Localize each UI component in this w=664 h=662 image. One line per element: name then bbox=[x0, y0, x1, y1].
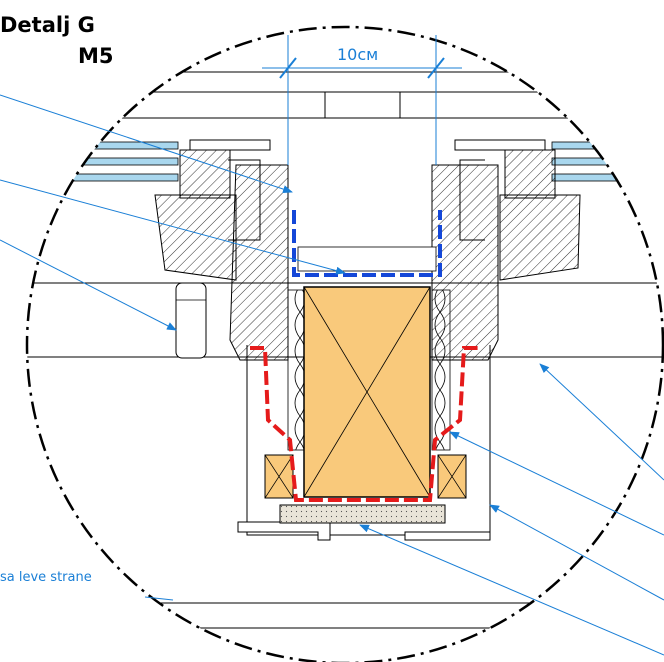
detail-title: Detalj G bbox=[0, 13, 95, 37]
frame-left-inner bbox=[229, 164, 289, 361]
u-channel bbox=[246, 345, 491, 536]
window-frame-right bbox=[454, 139, 581, 281]
leader-lines bbox=[0, 94, 664, 656]
blue-tape bbox=[292, 210, 442, 277]
insulation-right bbox=[431, 289, 451, 451]
detail-boundary bbox=[25, 25, 664, 662]
timber-block-left bbox=[264, 454, 294, 499]
dimension-label: 10см bbox=[337, 45, 378, 64]
detail-code: M5 bbox=[78, 44, 114, 68]
dimension-10cm: 10см bbox=[262, 35, 462, 165]
glazing-right bbox=[551, 141, 663, 182]
glazing-left bbox=[27, 141, 179, 182]
dimension-tick-icon bbox=[427, 57, 445, 79]
timber-block-right bbox=[437, 454, 467, 499]
callout-left-side: sa leve strane bbox=[0, 570, 92, 585]
timber-beam bbox=[303, 286, 431, 498]
section-drawing bbox=[27, 71, 663, 629]
dimension-tick-icon bbox=[279, 57, 297, 79]
red-tape bbox=[250, 346, 478, 502]
